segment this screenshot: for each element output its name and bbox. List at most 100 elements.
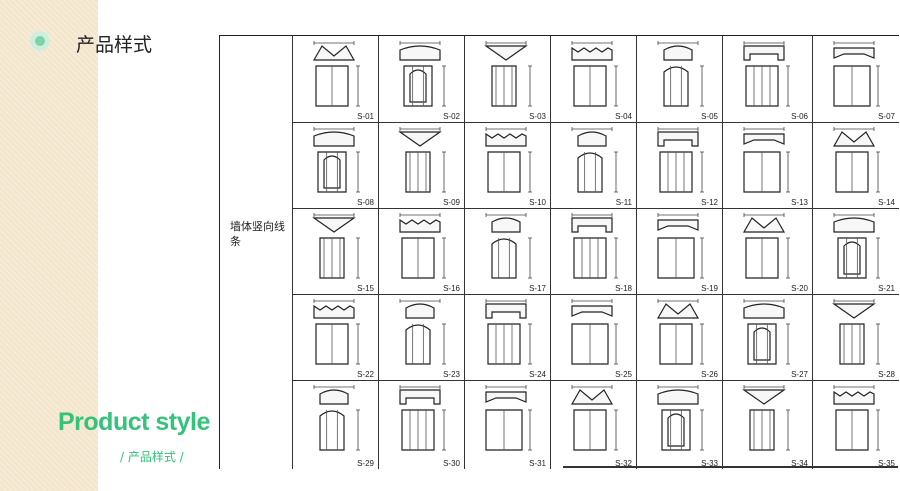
product-cell: S-27 xyxy=(722,294,812,380)
product-cell: S-01 xyxy=(292,36,378,122)
chinese-section-subtitle: / 产品样式 / xyxy=(120,450,184,464)
grid-divider xyxy=(722,36,723,469)
bullet-dot-inner-icon xyxy=(35,36,45,46)
product-code: S-02 xyxy=(442,112,461,121)
grid-divider xyxy=(292,208,899,209)
product-code: S-19 xyxy=(700,284,719,293)
product-cell: S-33 xyxy=(636,380,722,469)
grid-divider xyxy=(812,36,813,469)
decorative-side-panel xyxy=(0,0,98,491)
profile-drawing-icon xyxy=(313,127,360,193)
profile-drawing-icon xyxy=(313,299,360,365)
profile-drawing-icon xyxy=(657,41,704,107)
grid-divider xyxy=(636,36,637,469)
product-cell: S-31 xyxy=(464,380,550,469)
profile-drawing-icon xyxy=(833,385,880,451)
product-code: S-30 xyxy=(442,459,461,468)
profile-drawing-icon xyxy=(743,299,790,365)
profile-drawing-icon xyxy=(657,127,704,193)
page-title: 产品样式 xyxy=(76,34,153,56)
product-code: S-01 xyxy=(356,112,375,121)
product-code: S-33 xyxy=(700,459,719,468)
product-cell: S-22 xyxy=(292,294,378,380)
product-code: S-06 xyxy=(790,112,809,121)
product-code: S-32 xyxy=(614,459,633,468)
product-code: S-27 xyxy=(790,370,809,379)
product-cell: S-15 xyxy=(292,208,378,294)
product-cell: S-05 xyxy=(636,36,722,122)
product-code: S-12 xyxy=(700,198,719,207)
product-cell: S-03 xyxy=(464,36,550,122)
product-code: S-05 xyxy=(700,112,719,121)
product-code: S-25 xyxy=(614,370,633,379)
profile-drawing-icon xyxy=(485,299,532,365)
category-label: 墙体竖向线条 xyxy=(230,220,285,248)
product-code: S-21 xyxy=(877,284,896,293)
profile-drawing-icon xyxy=(657,385,704,451)
english-section-title: Product style xyxy=(58,408,210,436)
product-cell: S-25 xyxy=(550,294,636,380)
profile-drawing-icon xyxy=(485,127,532,193)
product-code: S-24 xyxy=(528,370,547,379)
product-code: S-34 xyxy=(790,459,809,468)
product-cell: S-16 xyxy=(378,208,464,294)
profile-drawing-icon xyxy=(399,385,446,451)
product-cell: S-06 xyxy=(722,36,812,122)
product-code: S-35 xyxy=(877,459,896,468)
product-cell: S-34 xyxy=(722,380,812,469)
product-cell: S-24 xyxy=(464,294,550,380)
grid-divider xyxy=(292,380,899,381)
product-cell: S-21 xyxy=(812,208,899,294)
profile-drawing-icon xyxy=(484,41,532,107)
product-code: S-15 xyxy=(356,284,375,293)
product-cell: S-11 xyxy=(550,122,636,208)
profile-drawing-icon xyxy=(657,213,704,279)
profile-drawing-icon xyxy=(485,385,532,451)
product-cell: S-14 xyxy=(812,122,899,208)
product-code: S-04 xyxy=(614,112,633,121)
profile-drawing-icon xyxy=(398,127,446,193)
product-cell: S-04 xyxy=(550,36,636,122)
product-cell: S-07 xyxy=(812,36,899,122)
product-cell: S-18 xyxy=(550,208,636,294)
product-code: S-11 xyxy=(614,198,633,207)
product-code: S-28 xyxy=(877,370,896,379)
product-cell: S-20 xyxy=(722,208,812,294)
product-code: S-09 xyxy=(442,198,461,207)
product-code: S-23 xyxy=(442,370,461,379)
profile-drawing-icon xyxy=(571,41,618,107)
grid-divider xyxy=(292,36,293,469)
grid-divider xyxy=(292,122,899,123)
product-code: S-31 xyxy=(528,459,547,468)
product-code: S-16 xyxy=(442,284,461,293)
profile-drawing-icon xyxy=(742,213,790,279)
product-cell: S-10 xyxy=(464,122,550,208)
profile-drawing-icon xyxy=(832,127,880,193)
profile-drawing-icon xyxy=(833,41,880,107)
profile-drawing-icon xyxy=(742,385,790,451)
product-cell: S-13 xyxy=(722,122,812,208)
product-cell: S-09 xyxy=(378,122,464,208)
profile-drawing-icon xyxy=(570,385,618,451)
product-cell: S-35 xyxy=(812,380,899,469)
product-cell: S-19 xyxy=(636,208,722,294)
product-code: S-10 xyxy=(528,198,547,207)
product-cell: S-12 xyxy=(636,122,722,208)
product-code: S-07 xyxy=(877,112,896,121)
product-code: S-26 xyxy=(700,370,719,379)
profile-drawing-icon xyxy=(571,299,618,365)
product-cell: S-29 xyxy=(292,380,378,469)
grid-divider xyxy=(550,36,551,469)
product-cell: S-02 xyxy=(378,36,464,122)
grid-divider xyxy=(464,36,465,469)
profile-drawing-icon xyxy=(312,213,360,279)
product-code: S-13 xyxy=(790,198,809,207)
product-code: S-18 xyxy=(614,284,633,293)
product-code: S-08 xyxy=(356,198,375,207)
product-code: S-14 xyxy=(877,198,896,207)
profile-drawing-icon xyxy=(485,213,532,279)
product-cell: S-17 xyxy=(464,208,550,294)
sheet-bottom-border xyxy=(563,466,898,468)
profile-drawing-icon xyxy=(312,41,360,107)
